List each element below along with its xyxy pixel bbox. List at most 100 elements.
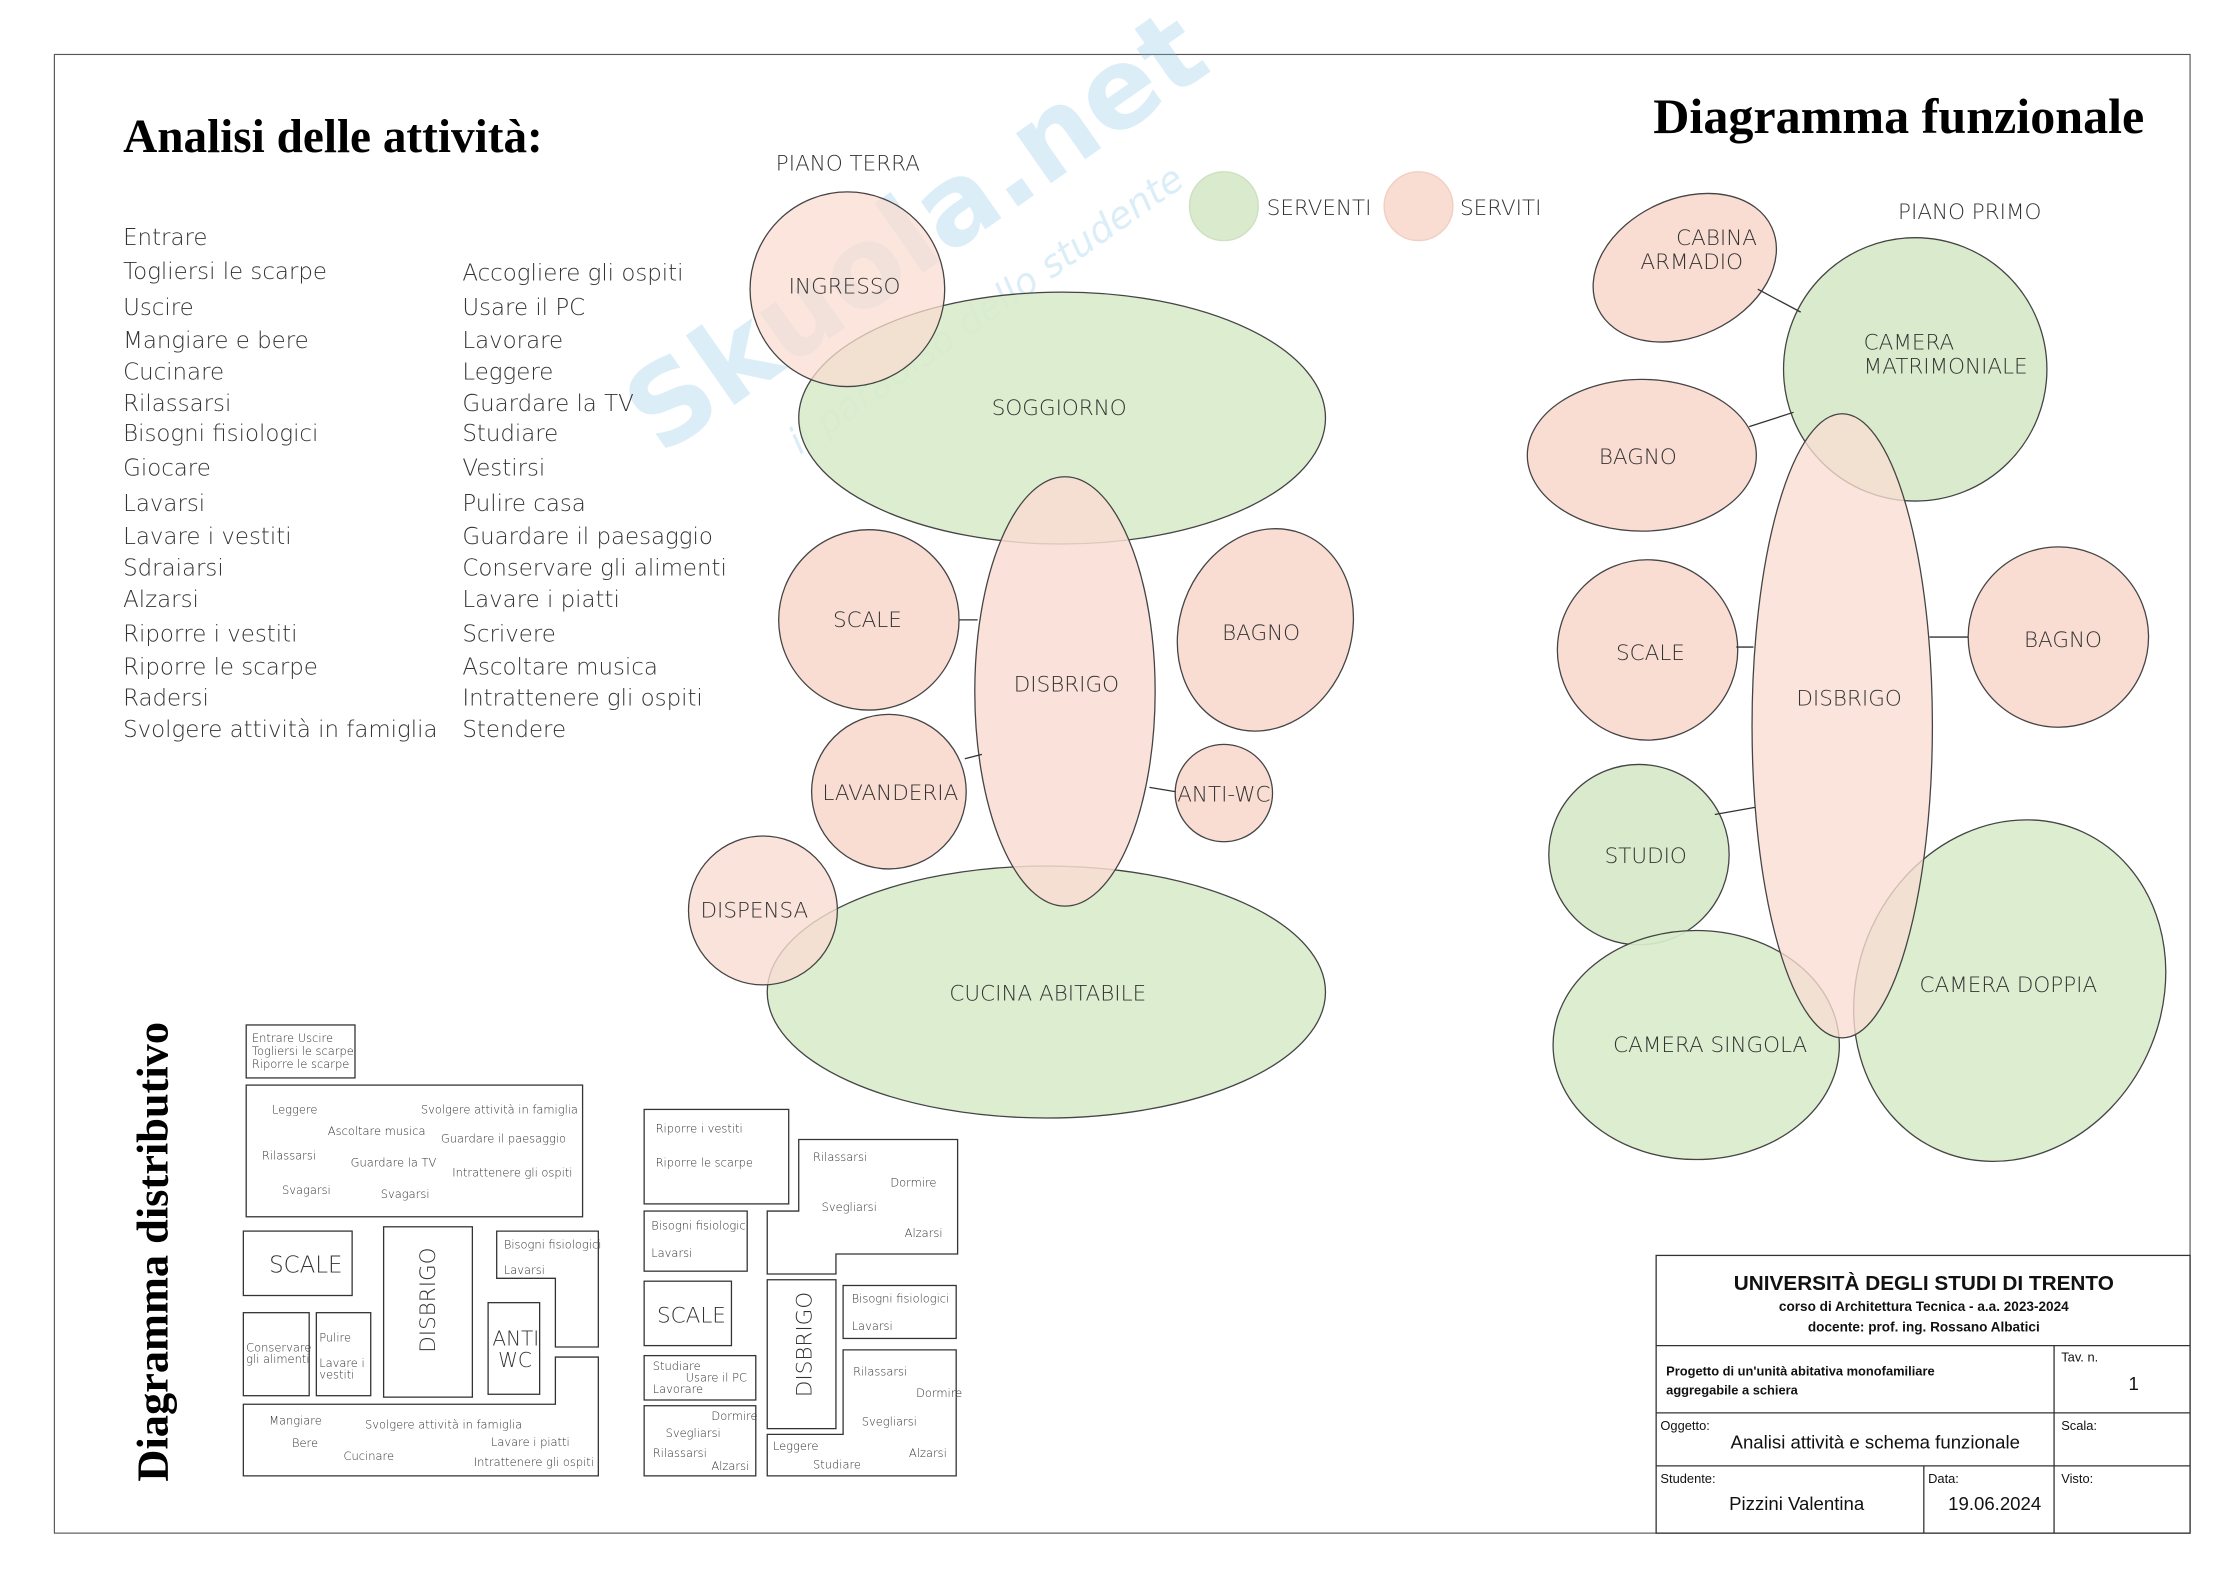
course-name: corso di Architettura Tecnica - a.a. 202…: [1779, 1299, 2069, 1314]
activity-label: Studiare: [813, 1458, 861, 1472]
teacher-name: docente: prof. ing. Rossano Albatici: [1808, 1319, 2040, 1334]
legend-serventi-swatch: [1188, 171, 1259, 242]
activity-label: Conservare: [246, 1340, 311, 1354]
activity-label: Alzarsi: [905, 1226, 943, 1240]
disbrigo-label: DISBRIGO: [416, 1247, 441, 1352]
activity-label: Studiare: [653, 1359, 701, 1373]
room-label: BAGNO: [1222, 621, 1300, 646]
bubble-antiwc: [1174, 743, 1274, 843]
activity-label: Lavarsi: [651, 1246, 692, 1260]
distributivo-title: Diagramma distributivo: [127, 1022, 177, 1482]
sheet-frame: [53, 53, 2191, 1534]
legend-serventi-label: SERVENTI: [1267, 196, 1372, 221]
activity-label: Svolgere attività in famiglia: [365, 1418, 522, 1432]
tav-value: 1: [2129, 1373, 2139, 1394]
legend-serviti-swatch: [1383, 171, 1454, 242]
activity-item: Conservare gli alimenti: [462, 556, 726, 582]
box-matrimoniale: [766, 1138, 959, 1275]
activity-label: Svegliarsi: [862, 1415, 917, 1429]
bubble-dispensa: [687, 835, 839, 986]
box-scale-primo: [643, 1280, 733, 1347]
title-block: UNIVERSITÀ DEGLI STUDI DI TRENTO corso d…: [1655, 1254, 2191, 1534]
activity-item: Pulire casa: [462, 491, 585, 517]
activity-item: Scrivere: [462, 621, 556, 647]
activity-label: Intrattenere gli ospiti: [474, 1455, 594, 1469]
activity-label: Dormire: [890, 1176, 936, 1190]
room-label: BAGNO: [1599, 445, 1677, 470]
room-label: STUDIO: [1605, 844, 1687, 869]
activity-item: Vestirsi: [462, 455, 545, 481]
box-bagno: [496, 1230, 599, 1348]
activity-item: Uscire: [123, 295, 194, 321]
room-label: CABINA: [1676, 226, 1757, 251]
activity-item: Mangiare e bere: [123, 328, 309, 354]
activity-label: Ascoltare musica: [328, 1124, 426, 1138]
activity-label: Bisogni fisiologici: [852, 1292, 950, 1306]
activity-item: Riporre le scarpe: [123, 654, 318, 680]
activity-label: Guardare il paesaggio: [441, 1131, 566, 1145]
room-label: BAGNO: [2024, 628, 2102, 653]
room-label: SCALE: [1616, 641, 1685, 666]
activity-item: Alzarsi: [123, 587, 199, 613]
box-bagno-1: [643, 1210, 748, 1272]
activity-label: Intrattenere gli ospiti: [452, 1166, 572, 1180]
activity-label: Leggere: [272, 1103, 317, 1117]
tav-label: Tav. n.: [2061, 1349, 2098, 1364]
activity-label: Svolgere attività in famiglia: [421, 1103, 578, 1117]
box-antiwc: [487, 1302, 541, 1395]
connector: [1714, 806, 1756, 816]
connector: [1149, 786, 1176, 793]
activity-label: Mangiare: [269, 1413, 322, 1427]
room-label: ARMADIO: [1640, 250, 1743, 275]
distributivo-primo: [643, 1108, 959, 1477]
activity-label: Usare il PC: [686, 1370, 747, 1384]
room-label: SOGGIORNO: [992, 396, 1127, 421]
room-label: CAMERA SINGOLA: [1613, 1033, 1807, 1058]
oggetto-label: Oggetto:: [1660, 1418, 1709, 1433]
activity-label: gli alimenti: [246, 1352, 309, 1366]
activity-label: Dormire: [916, 1386, 962, 1400]
room-label: CUCINA ABITABILE: [949, 982, 1146, 1007]
project-line-1: Progetto di un'unità abitativa monofamil…: [1666, 1364, 1934, 1379]
activity-item: Bisogni fisiologici: [123, 421, 318, 447]
box-dispensa: [242, 1312, 310, 1397]
activity-label: Riporre le scarpe: [656, 1156, 753, 1170]
activity-item: Togliersi le scarpe: [123, 259, 327, 285]
bubble-lavanderia: [810, 713, 967, 870]
title-block-frame: [1655, 1254, 2191, 1534]
scala-label: Scala:: [2061, 1418, 2097, 1433]
activity-item: Entrare: [123, 225, 207, 251]
activity-label: Pulire: [319, 1330, 351, 1344]
studente-label: Studente:: [1660, 1471, 1715, 1486]
activity-item: Usare il PC: [462, 295, 585, 321]
bubble-bagno-1: [1526, 378, 1757, 532]
activity-label: Rilassarsi: [853, 1365, 907, 1379]
activity-label: vestiti: [319, 1368, 354, 1382]
activity-label: Alzarsi: [909, 1446, 947, 1460]
activity-item: Lavare i vestiti: [123, 524, 291, 550]
activity-label: WC: [498, 1348, 532, 1372]
box-ingresso: [245, 1024, 356, 1079]
piano-primo-diagram: CABINA ARMADIO CAMERA MATRIMONIALE BAGNO…: [1526, 192, 2167, 1163]
activity-label: Svagarsi: [282, 1183, 331, 1197]
room-label: LAVANDERIA: [822, 781, 958, 806]
connector: [1757, 288, 1802, 313]
activity-item: Studiare: [462, 421, 558, 447]
studente-value: Pizzini Valentina: [1729, 1493, 1865, 1514]
box-cucina: [242, 1356, 599, 1477]
bubble-scale-primo: [1556, 559, 1739, 741]
activity-label: Lavarsi: [852, 1319, 893, 1333]
activity-label: Alzarsi: [711, 1459, 749, 1473]
activity-item: Leggere: [462, 359, 553, 385]
activity-label: Lavarsi: [504, 1263, 545, 1277]
activity-item: Guardare il paesaggio: [462, 524, 713, 550]
activity-item: Accogliere gli ospiti: [462, 261, 683, 287]
activity-label: Rilassarsi: [813, 1150, 867, 1164]
data-label: Data:: [1928, 1471, 1959, 1486]
activity-label: Rilassarsi: [262, 1149, 316, 1163]
activity-label: Bere: [292, 1436, 318, 1450]
room-label: SCALE: [833, 608, 902, 633]
